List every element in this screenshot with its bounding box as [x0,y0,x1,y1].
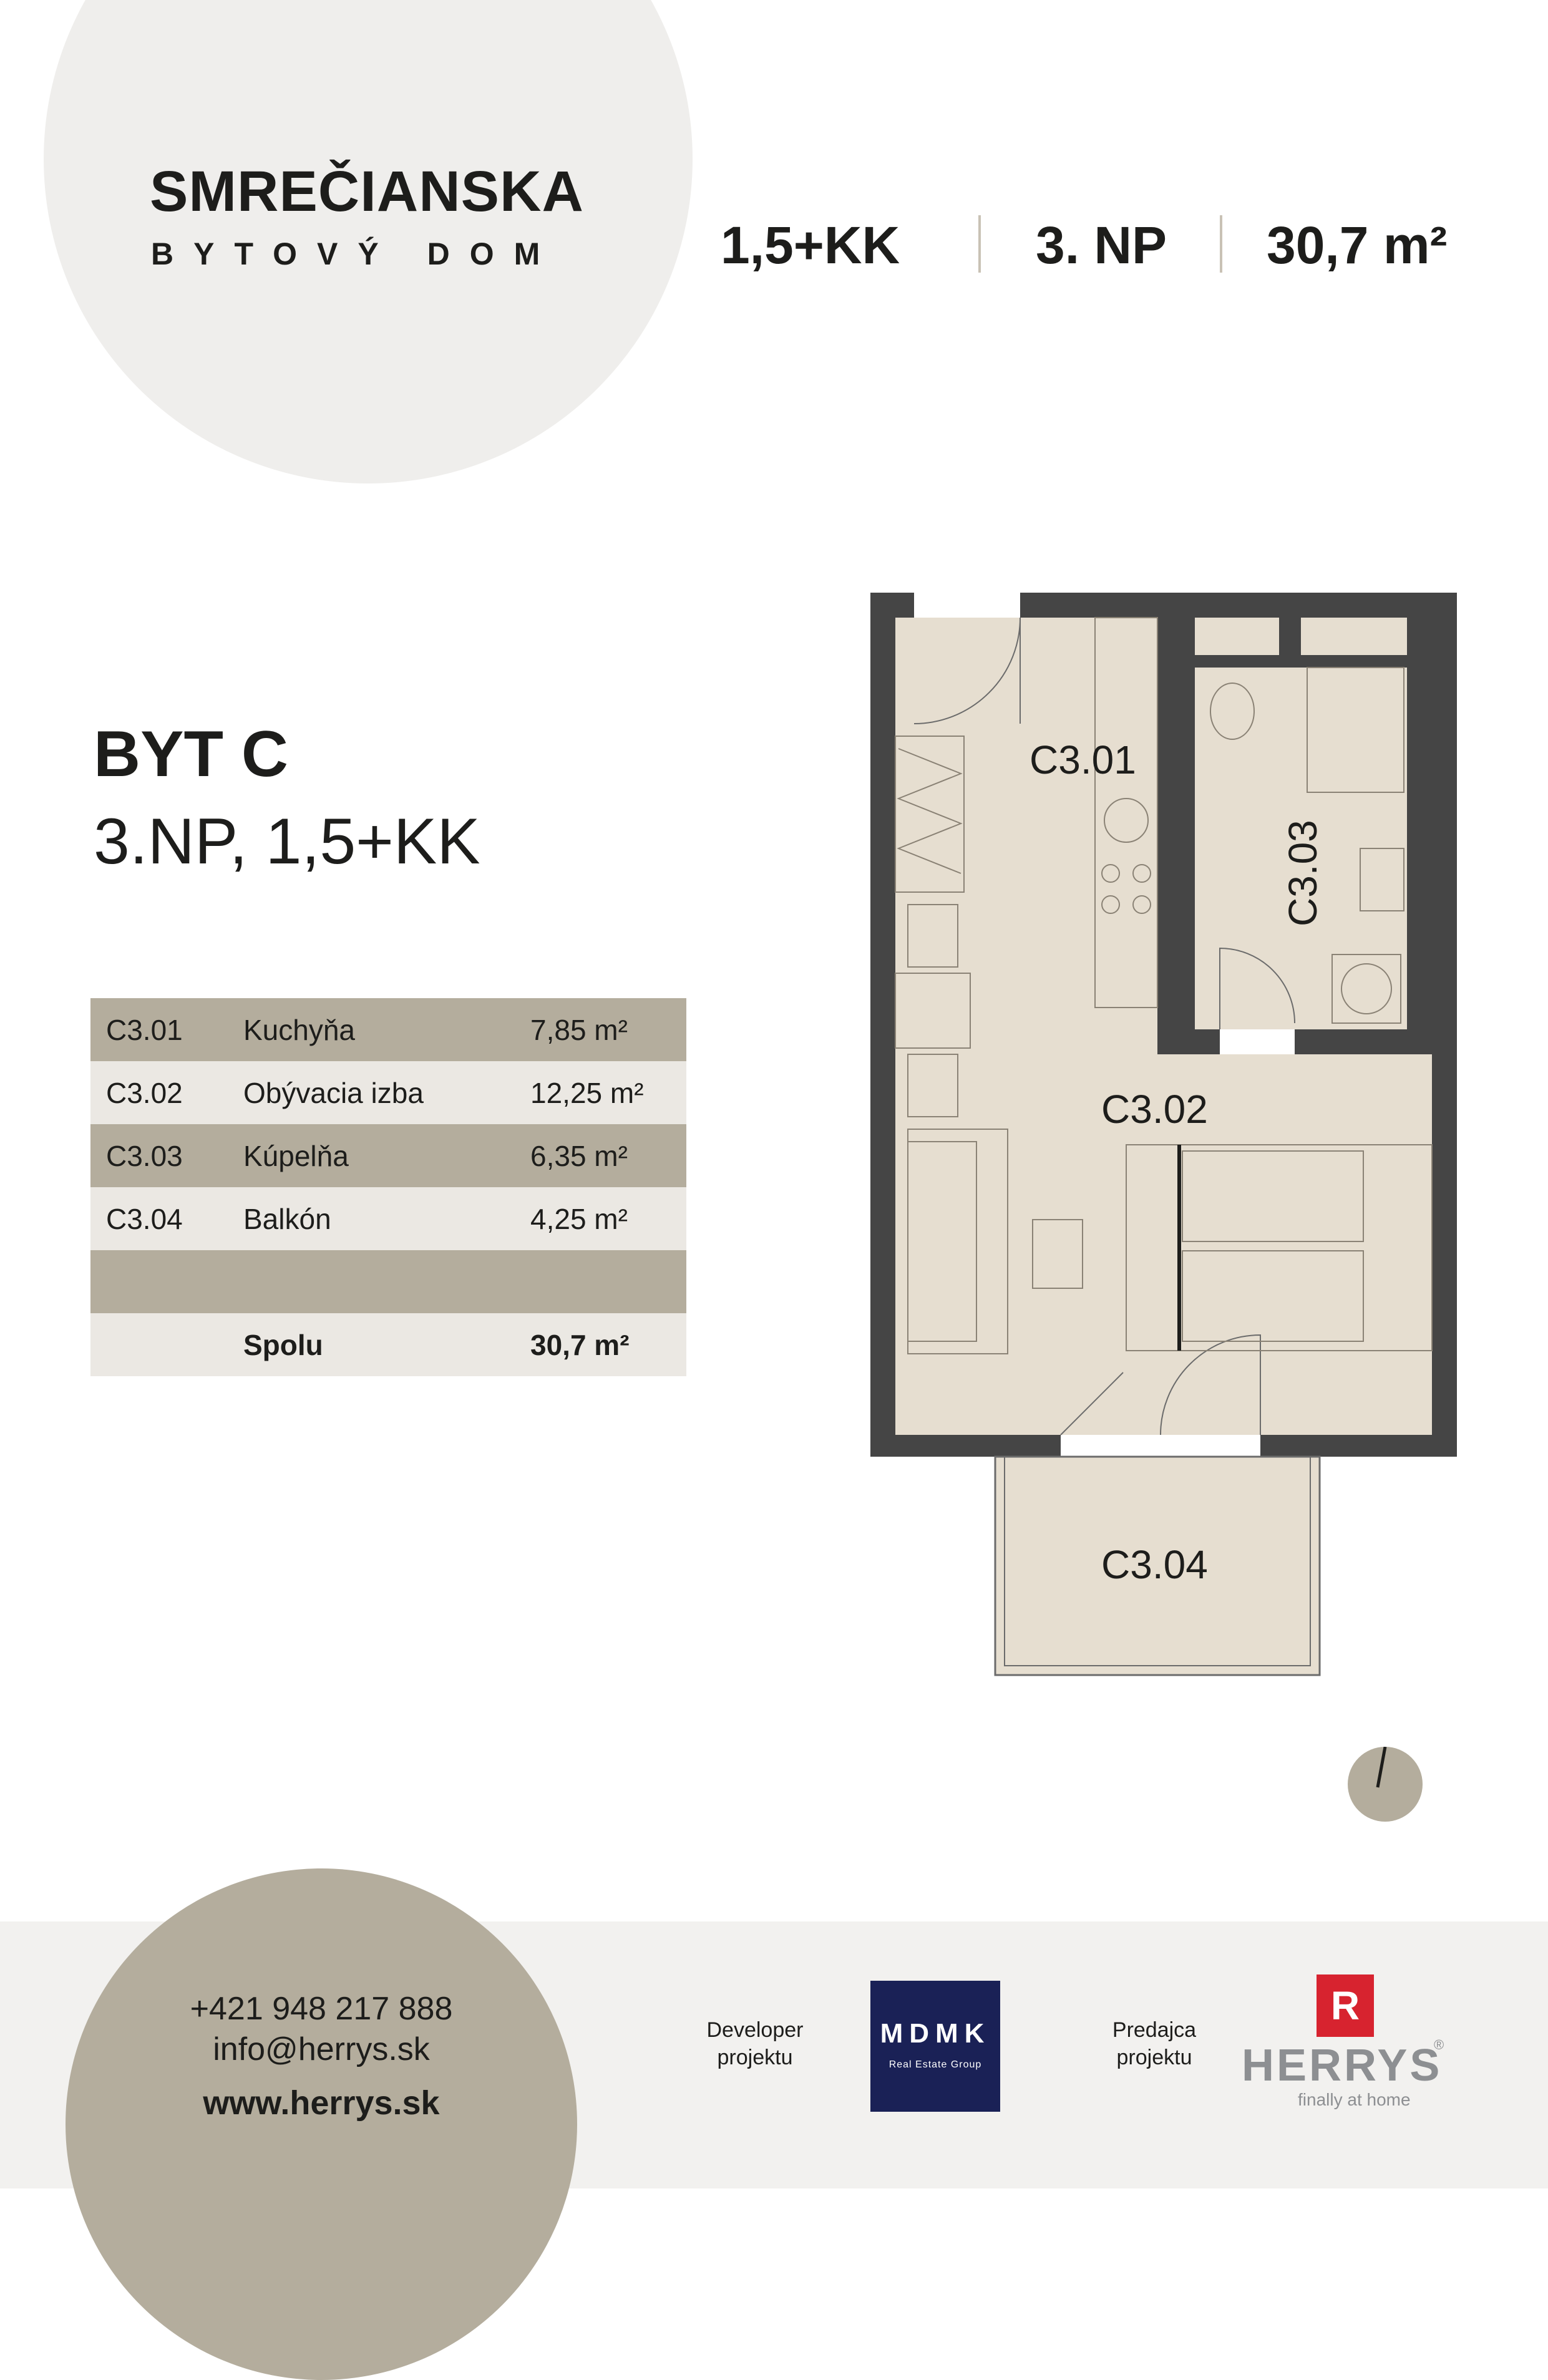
room-name: Balkón [243,1202,331,1235]
coffee-table [1032,1219,1083,1289]
label-c302: C3.02 [1101,1087,1208,1132]
room-name: Obývacia izba [243,1076,424,1109]
balcony [994,1455,1321,1676]
shelf [907,904,958,968]
entry-door-swing [913,617,1021,724]
total-area: 30,7 m² [530,1328,630,1361]
table-row: C3.02 Obývacia izba 12,25 m² [90,1061,686,1124]
mdmk-logo: MDMK Real Estate Group [870,1981,1000,2112]
rooms-table: C3.01 Kuchyňa 7,85 m² C3.02 Obývacia izb… [90,998,686,1376]
shower [1307,667,1404,793]
registered-icon: ® [1434,2037,1444,2052]
header-layout: 1,5+KK [721,216,900,274]
table-row: C3.01 Kuchyňa 7,85 m² [90,998,686,1061]
table-row: C3.03 Kúpelňa 6,35 m² [90,1124,686,1187]
developer-label: Developer projektu [706,2018,804,2069]
herrys-tagline: finally at home [1298,2090,1411,2109]
table-row-empty [90,1250,686,1313]
north-arrow-icon [1348,1746,1423,1822]
room-code: C3.02 [106,1076,183,1109]
brand-title: SMREČIANSKA [150,160,584,223]
total-label: Spolu [243,1328,323,1361]
bed [1126,1144,1433,1351]
mdmk-logo-text: MDMK [880,2018,991,2049]
wardrobe [895,736,965,893]
room-code: C3.04 [106,1202,183,1235]
room-area: 12,25 m² [530,1076,644,1109]
storage-1 [1195,618,1279,655]
table-row-total: Spolu 30,7 m² [90,1313,686,1376]
header-floor: 3. NP [1036,216,1167,274]
bathroom-door-swing [1219,947,1295,1029]
room-name: Kúpelňa [243,1139,349,1172]
storage-2 [1301,618,1407,655]
floor-plan: C3.01 C3.02 C3.03 C3.04 [870,593,1457,1676]
room-area: 6,35 m² [530,1139,628,1172]
entry-door [914,593,1020,618]
shelf [907,1054,958,1117]
sink [1104,798,1149,843]
contact-web[interactable]: www.herrys.sk [203,2084,440,2122]
header-area: 30,7 m² [1267,216,1448,274]
contact-circle [66,1868,577,2380]
living-floor [895,1054,1432,1435]
room-name: Kuchyňa [243,1013,356,1046]
room-area: 4,25 m² [530,1202,628,1235]
shelf [895,973,971,1049]
balcony-door [1061,1435,1260,1457]
hob [1101,864,1120,883]
apartment-title: BYT C [94,718,288,790]
table-row: C3.04 Balkón 4,25 m² [90,1187,686,1250]
herrys-mark-icon: R [1317,1974,1374,2037]
label-c303: C3.03 [1280,820,1325,926]
apartment-subtitle: 3.NP, 1,5+KK [94,805,480,878]
herrys-logo: HERRYS [1242,2041,1443,2091]
bathroom-sink [1360,848,1404,911]
brand-subtitle: BYTOVÝ DOM [151,236,560,271]
room-code: C3.03 [106,1139,183,1172]
label-c304: C3.04 [1101,1542,1208,1587]
bathroom-door [1220,1029,1295,1054]
room-code: C3.01 [106,1013,183,1046]
mdmk-tagline: Real Estate Group [888,2059,982,2070]
contact-email[interactable]: info@herrys.sk [213,2031,430,2067]
washing-machine [1331,954,1401,1024]
header-divider [1220,215,1222,273]
kitchen-counter [1094,617,1158,1008]
seller-label: Predajca projektu [1112,2018,1197,2069]
balcony-door-swing [1060,1334,1261,1435]
header-divider [978,215,981,273]
label-c301: C3.01 [1030,737,1136,782]
toilet [1210,682,1255,740]
contact-phone[interactable]: +421 948 217 888 [190,1991,453,2027]
room-area: 7,85 m² [530,1013,628,1046]
